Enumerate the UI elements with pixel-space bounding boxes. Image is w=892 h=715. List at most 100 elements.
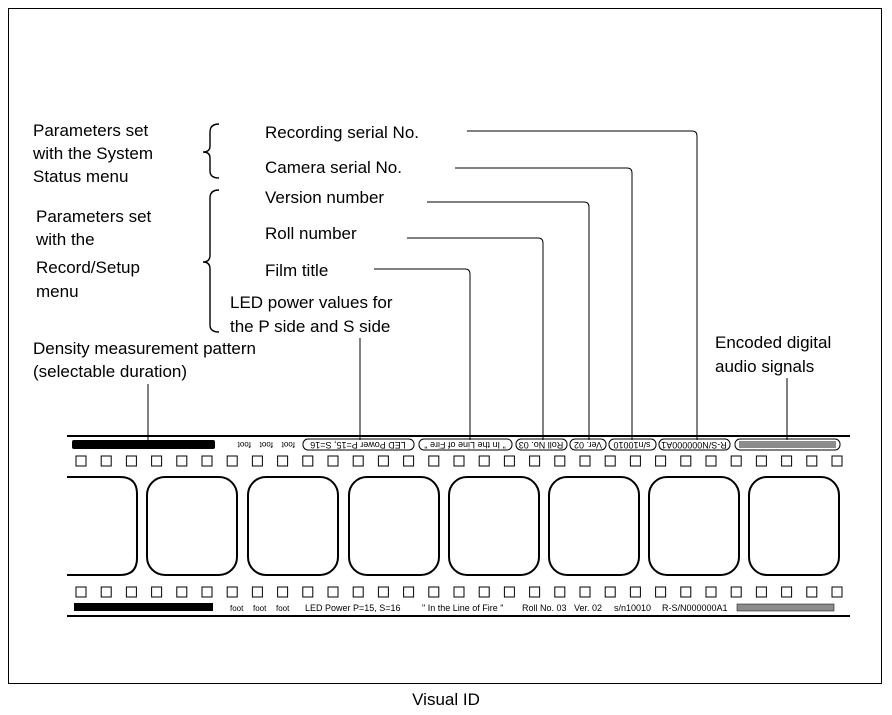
foot-mark: foot bbox=[230, 604, 244, 613]
top-sprocket-row bbox=[75, 455, 843, 467]
sprocket-hole bbox=[453, 455, 465, 467]
sprocket-hole bbox=[503, 455, 515, 467]
sprocket-hole bbox=[529, 586, 541, 598]
sprocket-hole bbox=[503, 586, 515, 598]
led-power-callout-line: the P side and S side bbox=[230, 317, 390, 336]
sprocket-hole bbox=[251, 455, 263, 467]
audio-signal-box bbox=[734, 438, 841, 451]
title-code: " In the Line of Fire " bbox=[422, 603, 503, 613]
encoded-audio-callout-line: audio signals bbox=[715, 357, 814, 376]
group-label-line: Status menu bbox=[33, 167, 128, 186]
audio-signal-bar bbox=[736, 603, 835, 612]
sprocket-hole bbox=[478, 455, 490, 467]
sprocket-hole bbox=[176, 455, 188, 467]
sprocket-hole bbox=[428, 455, 440, 467]
camera-serial-callout: Camera serial No. bbox=[265, 158, 402, 177]
sprocket-hole bbox=[251, 586, 263, 598]
sprocket-hole bbox=[352, 586, 364, 598]
sprocket-hole bbox=[529, 455, 541, 467]
sprocket-hole bbox=[705, 586, 717, 598]
sprocket-hole bbox=[151, 586, 163, 598]
sprocket-hole bbox=[831, 455, 843, 467]
foot-mark: foot bbox=[276, 604, 290, 613]
sprocket-hole bbox=[730, 455, 742, 467]
visual-id-diagram: Parameters set with the System Status me… bbox=[32, 121, 850, 617]
roll-code: Roll No. 03 bbox=[522, 603, 567, 613]
sprocket-hole bbox=[100, 586, 112, 598]
film-frame bbox=[448, 476, 540, 576]
led-power-box bbox=[302, 438, 415, 451]
bottom-sprocket-row bbox=[75, 586, 843, 598]
foot-mark: foot bbox=[253, 604, 267, 613]
recording-serial-code: R-S/N000000A1 bbox=[661, 440, 727, 450]
foot-mark: foot bbox=[259, 440, 273, 449]
foot-mark: foot bbox=[281, 440, 295, 449]
group-label-line: Parameters set bbox=[33, 121, 149, 140]
sprocket-hole bbox=[302, 586, 314, 598]
sprocket-hole bbox=[604, 455, 616, 467]
density-pattern-bar bbox=[72, 440, 215, 449]
sprocket-hole bbox=[201, 586, 213, 598]
sprocket-hole bbox=[655, 586, 667, 598]
top-data-track: foot foot foot LED Power P=15, S=16 " In… bbox=[72, 438, 841, 451]
sprocket-hole bbox=[781, 455, 793, 467]
sprocket-hole bbox=[453, 586, 465, 598]
roll-box bbox=[515, 438, 568, 451]
group-label-line: menu bbox=[36, 282, 79, 301]
camera-serial-code: s/n10010 bbox=[614, 603, 651, 613]
sprocket-hole bbox=[277, 586, 289, 598]
sprocket-hole bbox=[75, 586, 87, 598]
roll-number-callout: Roll number bbox=[265, 224, 357, 243]
sprocket-hole bbox=[705, 455, 717, 467]
film-frame bbox=[648, 476, 740, 576]
system-status-bracket bbox=[202, 123, 220, 179]
sprocket-hole bbox=[680, 586, 692, 598]
density-callout-line: Density measurement pattern bbox=[33, 339, 256, 358]
sprocket-hole bbox=[781, 586, 793, 598]
film-title-callout: Film title bbox=[265, 261, 328, 280]
sprocket-hole bbox=[831, 586, 843, 598]
sprocket-hole bbox=[755, 586, 767, 598]
version-number-callout: Version number bbox=[265, 188, 384, 207]
sprocket-hole bbox=[75, 455, 87, 467]
version-code: Ver. 02 bbox=[574, 603, 602, 613]
sprocket-hole bbox=[125, 455, 137, 467]
sprocket-hole bbox=[352, 455, 364, 467]
led-power-callout-line: LED power values for bbox=[230, 293, 393, 312]
diagram-frame bbox=[8, 8, 882, 684]
density-callout-line: (selectable duration) bbox=[33, 362, 187, 381]
sprocket-hole bbox=[755, 455, 767, 467]
sprocket-hole bbox=[579, 586, 591, 598]
sprocket-hole bbox=[478, 586, 490, 598]
title-box bbox=[418, 438, 513, 451]
record-setup-bracket bbox=[202, 189, 220, 333]
roll-number-leader bbox=[407, 237, 544, 440]
sprocket-hole bbox=[680, 455, 692, 467]
version-box bbox=[569, 438, 607, 451]
camera-serial-code: s/n10010 bbox=[613, 440, 650, 450]
figure-caption: Visual ID bbox=[412, 690, 480, 709]
sprocket-hole bbox=[327, 455, 339, 467]
sprocket-hole bbox=[629, 586, 641, 598]
roll-code: Roll No. 03 bbox=[519, 440, 564, 450]
sprocket-hole bbox=[629, 455, 641, 467]
sprocket-hole bbox=[428, 586, 440, 598]
group-label-line: with the System bbox=[32, 144, 153, 163]
film-frame bbox=[548, 476, 640, 576]
recording-serial-leader bbox=[467, 130, 698, 440]
led-power-code: LED Power P=15, S=16 bbox=[310, 440, 406, 450]
recording-serial-callout: Recording serial No. bbox=[265, 123, 419, 142]
sprocket-hole bbox=[579, 455, 591, 467]
sprocket-hole bbox=[226, 586, 238, 598]
sprocket-hole bbox=[604, 586, 616, 598]
sprocket-hole bbox=[302, 455, 314, 467]
group-label-line: Parameters set bbox=[36, 207, 152, 226]
sprocket-hole bbox=[226, 455, 238, 467]
group-label-line: Record/Setup bbox=[36, 258, 140, 277]
foot-mark: foot bbox=[237, 440, 251, 449]
version-code: Ver. 02 bbox=[574, 440, 602, 450]
film-frame bbox=[146, 476, 238, 576]
sprocket-hole bbox=[151, 455, 163, 467]
camera-serial-leader bbox=[455, 167, 633, 440]
sprocket-hole bbox=[806, 586, 818, 598]
